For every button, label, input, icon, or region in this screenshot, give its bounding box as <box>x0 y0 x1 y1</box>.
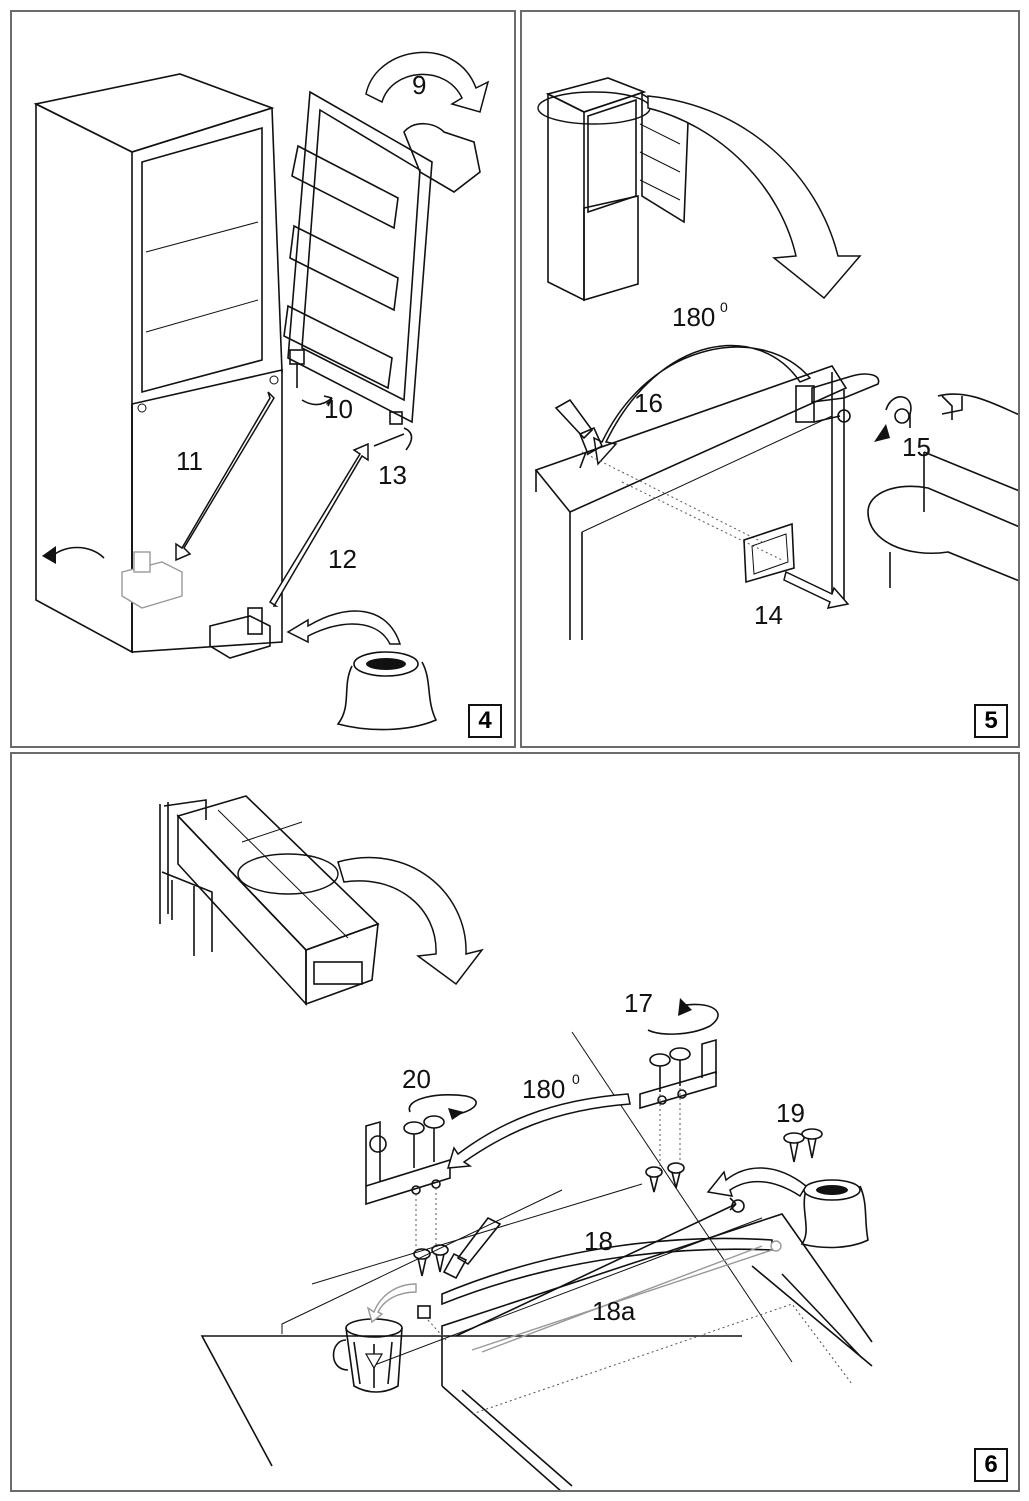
screw-icon <box>403 1115 445 1168</box>
panel-step-4: 9 10 13 11 12 <box>10 10 516 748</box>
step-13-label: 13 <box>378 460 407 490</box>
screwdriver-icon <box>554 398 604 469</box>
step-11-label: 11 <box>176 446 203 476</box>
screw-icon <box>373 427 413 451</box>
step-18-label: 18 <box>584 1226 613 1256</box>
screw-icon <box>649 1047 691 1092</box>
step-17-label: 17 <box>624 988 653 1018</box>
step-12-label: 12 <box>328 544 357 574</box>
hinge-icon <box>795 373 880 423</box>
hand-icon <box>403 122 481 193</box>
step-9-label: 9 <box>412 70 426 100</box>
cover-plate-icon <box>743 522 795 584</box>
plug-icon <box>413 1128 823 1277</box>
step-badge-5: 5 <box>974 704 1008 738</box>
hinge-icon <box>639 1038 717 1110</box>
step-15-label: 15 <box>902 432 931 462</box>
panel-step-6: 17 20 180 0 19 <box>10 752 1020 1492</box>
step-20-label: 20 <box>402 1064 431 1094</box>
panel-5-illustration: 180 0 16 14 <box>534 77 1018 640</box>
rotation-label: 180 <box>672 302 715 332</box>
step-19-label: 19 <box>776 1098 805 1128</box>
hinge-icon <box>289 349 403 425</box>
refrigerator-top-icon <box>534 365 848 640</box>
hinge-ghost-icon <box>121 551 183 609</box>
step-18a-label: 18a <box>592 1296 636 1326</box>
rotation-label: 180 <box>522 1074 565 1104</box>
bin-icon <box>332 1318 403 1393</box>
screw-icon <box>813 408 910 424</box>
refrigerator-base-icon <box>200 1031 873 1490</box>
step-14-label: 14 <box>754 600 783 630</box>
trim-strip-icon <box>441 1237 782 1351</box>
door-icon <box>867 393 1018 588</box>
step-10-label: 10 <box>324 394 353 424</box>
panel-4-illustration: 9 10 13 11 12 <box>33 51 490 731</box>
refrigerator-icon <box>33 73 283 654</box>
rotation-degree-mark: 0 <box>572 1071 580 1087</box>
panel-step-5: 180 0 16 14 <box>520 10 1020 748</box>
rotation-degree-mark: 0 <box>720 299 728 315</box>
rotate-arrow-icon <box>365 51 490 113</box>
refrigerator-icon <box>176 795 380 1007</box>
bag-icon <box>336 651 438 731</box>
step-badge-4: 4 <box>468 704 502 738</box>
chair-icon <box>159 799 213 956</box>
hinge-icon <box>365 1120 451 1206</box>
panel-6-illustration: 17 20 180 0 19 <box>159 795 873 1490</box>
screwdriver-icon <box>442 1216 502 1280</box>
step-badge-6: 6 <box>974 1448 1008 1482</box>
door-icon <box>283 90 433 424</box>
step-16-label: 16 <box>634 388 663 418</box>
bag-icon <box>800 1179 869 1249</box>
hinge-new-icon <box>209 607 271 659</box>
